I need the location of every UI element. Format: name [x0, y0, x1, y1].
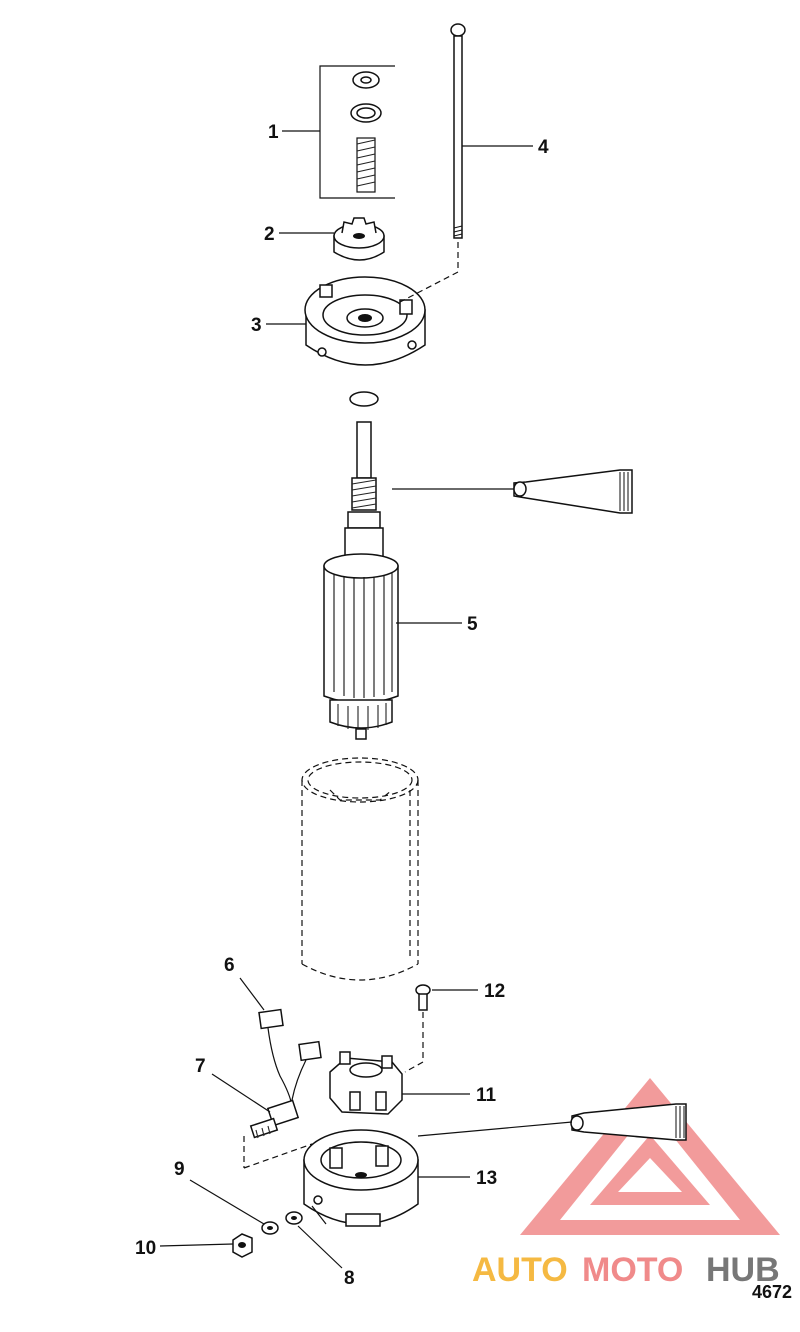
part-10-nut: [232, 1233, 253, 1258]
part-12-screw: [404, 984, 431, 1073]
spring-icon: [356, 137, 376, 193]
callout-2: 2: [264, 224, 275, 245]
commutator-icon: [329, 699, 393, 730]
watermark-text-auto: AUTO: [472, 1251, 568, 1289]
part-5-armature: [323, 421, 399, 740]
callout-3: 3: [251, 315, 262, 336]
callout-12: 12: [484, 981, 505, 1002]
part-7-terminal-stud: [243, 1099, 313, 1169]
part-9-washer: [261, 1221, 279, 1235]
part-1-spring-kit: [319, 65, 395, 199]
shaft-spline-icon: [351, 477, 377, 511]
grease-tube-icon: [513, 469, 633, 514]
callout-8: 8: [344, 1268, 355, 1289]
part-3-end-cap: [304, 276, 426, 366]
part-2-drive-gear: [333, 217, 385, 261]
callout-5: 5: [467, 614, 478, 635]
part-11-brush-holder: [329, 1051, 403, 1115]
callout-9: 9: [174, 1159, 185, 1180]
part-13-end-cap: [303, 1129, 419, 1227]
watermark-text-hub: HUB: [706, 1251, 780, 1289]
callout-7: 7: [195, 1056, 206, 1077]
watermark-text-moto: MOTO: [582, 1251, 683, 1289]
callout-13: 13: [476, 1168, 497, 1189]
o-ring: [349, 391, 379, 407]
part-8-lock-washer: [285, 1211, 303, 1225]
leader-lines: [159, 130, 573, 1269]
figure-reference-number: 4672: [752, 1282, 792, 1302]
callout-10: 10: [135, 1238, 156, 1259]
grease-tube-icon: [570, 1103, 687, 1141]
callout-1: 1: [268, 122, 279, 143]
callout-6: 6: [224, 955, 235, 976]
part-4-through-bolt: [399, 23, 466, 303]
motor-frame-housing: [301, 757, 419, 981]
part-6-brushes: [258, 1008, 322, 1107]
callout-4: 4: [538, 137, 549, 158]
callout-labels: 1 2 3 4 5 6 7 8 9 10 11 12 13: [135, 122, 549, 1289]
callout-11: 11: [476, 1085, 497, 1106]
watermark-logo: AUTO MOTO HUB: [472, 1078, 780, 1289]
